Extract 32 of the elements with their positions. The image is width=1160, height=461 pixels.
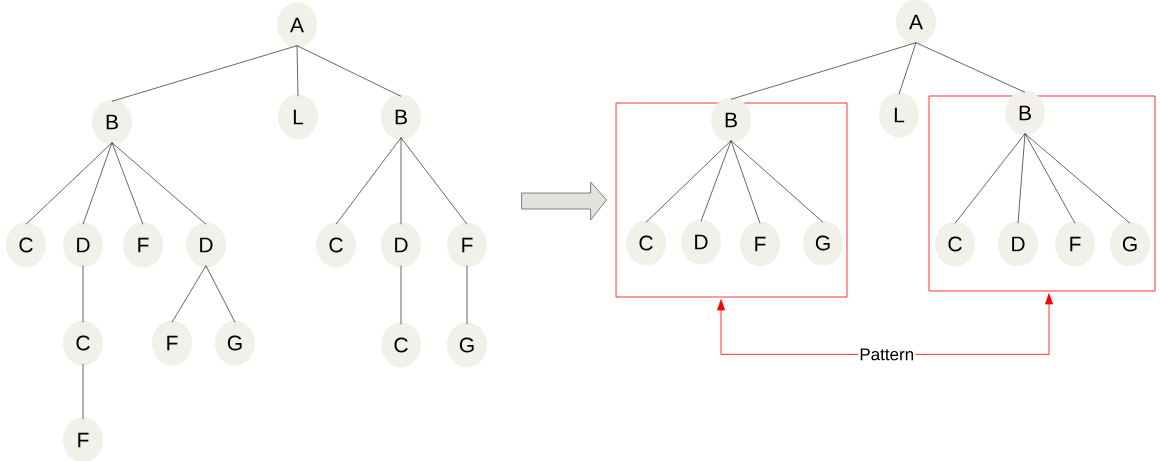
pattern-frame	[615, 102, 848, 298]
tree-branch	[82, 265, 84, 323]
tree-branch	[915, 42, 1026, 93]
tree-branch	[111, 142, 207, 225]
tree-branch	[1017, 133, 1026, 224]
edge-label: Pattern	[860, 348, 914, 361]
tree-branch	[730, 42, 917, 100]
tree-branch	[111, 45, 298, 102]
tree-branch	[730, 140, 761, 224]
tree-branch	[335, 137, 402, 225]
tree-branch	[1024, 133, 1131, 224]
tree-branch	[296, 45, 402, 97]
tree-branch	[82, 142, 113, 225]
tree-branch	[25, 142, 113, 225]
tree-branch	[645, 140, 732, 223]
tree-branch	[700, 140, 732, 222]
tree-branch	[954, 133, 1026, 224]
tree-branch	[898, 42, 917, 95]
tree-branch	[400, 265, 402, 325]
bracket-arrow	[717, 293, 1053, 355]
block-arrow	[521, 181, 607, 221]
pattern-frame	[928, 95, 1156, 292]
tree-branch	[111, 142, 144, 225]
tree-branch	[82, 363, 84, 420]
tree-branch	[400, 137, 402, 225]
tree-branch	[296, 45, 299, 97]
tree-branch	[730, 140, 824, 223]
tree-branch	[466, 265, 468, 325]
tree-branch	[171, 265, 207, 323]
tree-branch	[205, 265, 236, 323]
tree-branch	[1024, 133, 1076, 224]
tree-branch	[400, 137, 468, 225]
